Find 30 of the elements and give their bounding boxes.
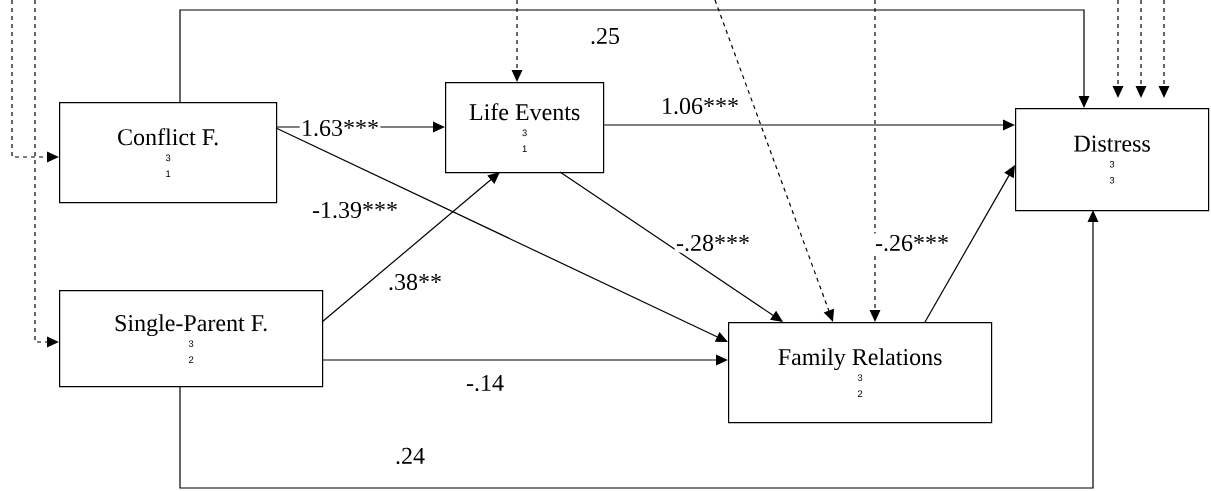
coefficient-label: .38** — [386, 272, 444, 292]
path-arrow — [602, 119, 1015, 131]
coefficient-label: .25 — [588, 26, 622, 46]
path-arrow — [559, 171, 783, 322]
coefficient-label: .24 — [393, 446, 427, 466]
coefficient-label: 1.06*** — [659, 96, 741, 116]
coefficient-label: -.28*** — [674, 233, 752, 253]
variable-box: Distress 3 3 — [1015, 108, 1210, 212]
dashed-arrow — [34, 0, 59, 348]
path-arrow — [275, 127, 728, 342]
coefficient-label: -1.39*** — [310, 200, 400, 220]
dashed-arrow — [1112, 0, 1124, 98]
dashed-arrow — [11, 0, 59, 163]
coefficient-label: -.14 — [464, 373, 506, 393]
dashed-arrow — [511, 0, 523, 82]
path-arrow — [924, 165, 1015, 323]
dashed-arrow — [1158, 0, 1170, 98]
variable-box: Family Relations 3 2 — [728, 322, 993, 424]
dashed-arrow — [869, 0, 881, 322]
dashed-arrow — [714, 0, 835, 322]
path-arrow — [179, 9, 1090, 108]
coefficient-label: -.26*** — [873, 233, 951, 253]
variable-box: Conflict F. 3 1 — [59, 102, 278, 204]
coefficient-label: 1.63*** — [299, 118, 381, 138]
path-arrow — [179, 210, 1099, 489]
variable-box: Single-Parent F. 3 2 — [59, 290, 324, 388]
path-arrow — [321, 354, 728, 366]
dashed-arrow — [1135, 0, 1147, 98]
path-arrow — [321, 172, 500, 323]
variable-box: Life Events 3 1 — [445, 82, 605, 174]
